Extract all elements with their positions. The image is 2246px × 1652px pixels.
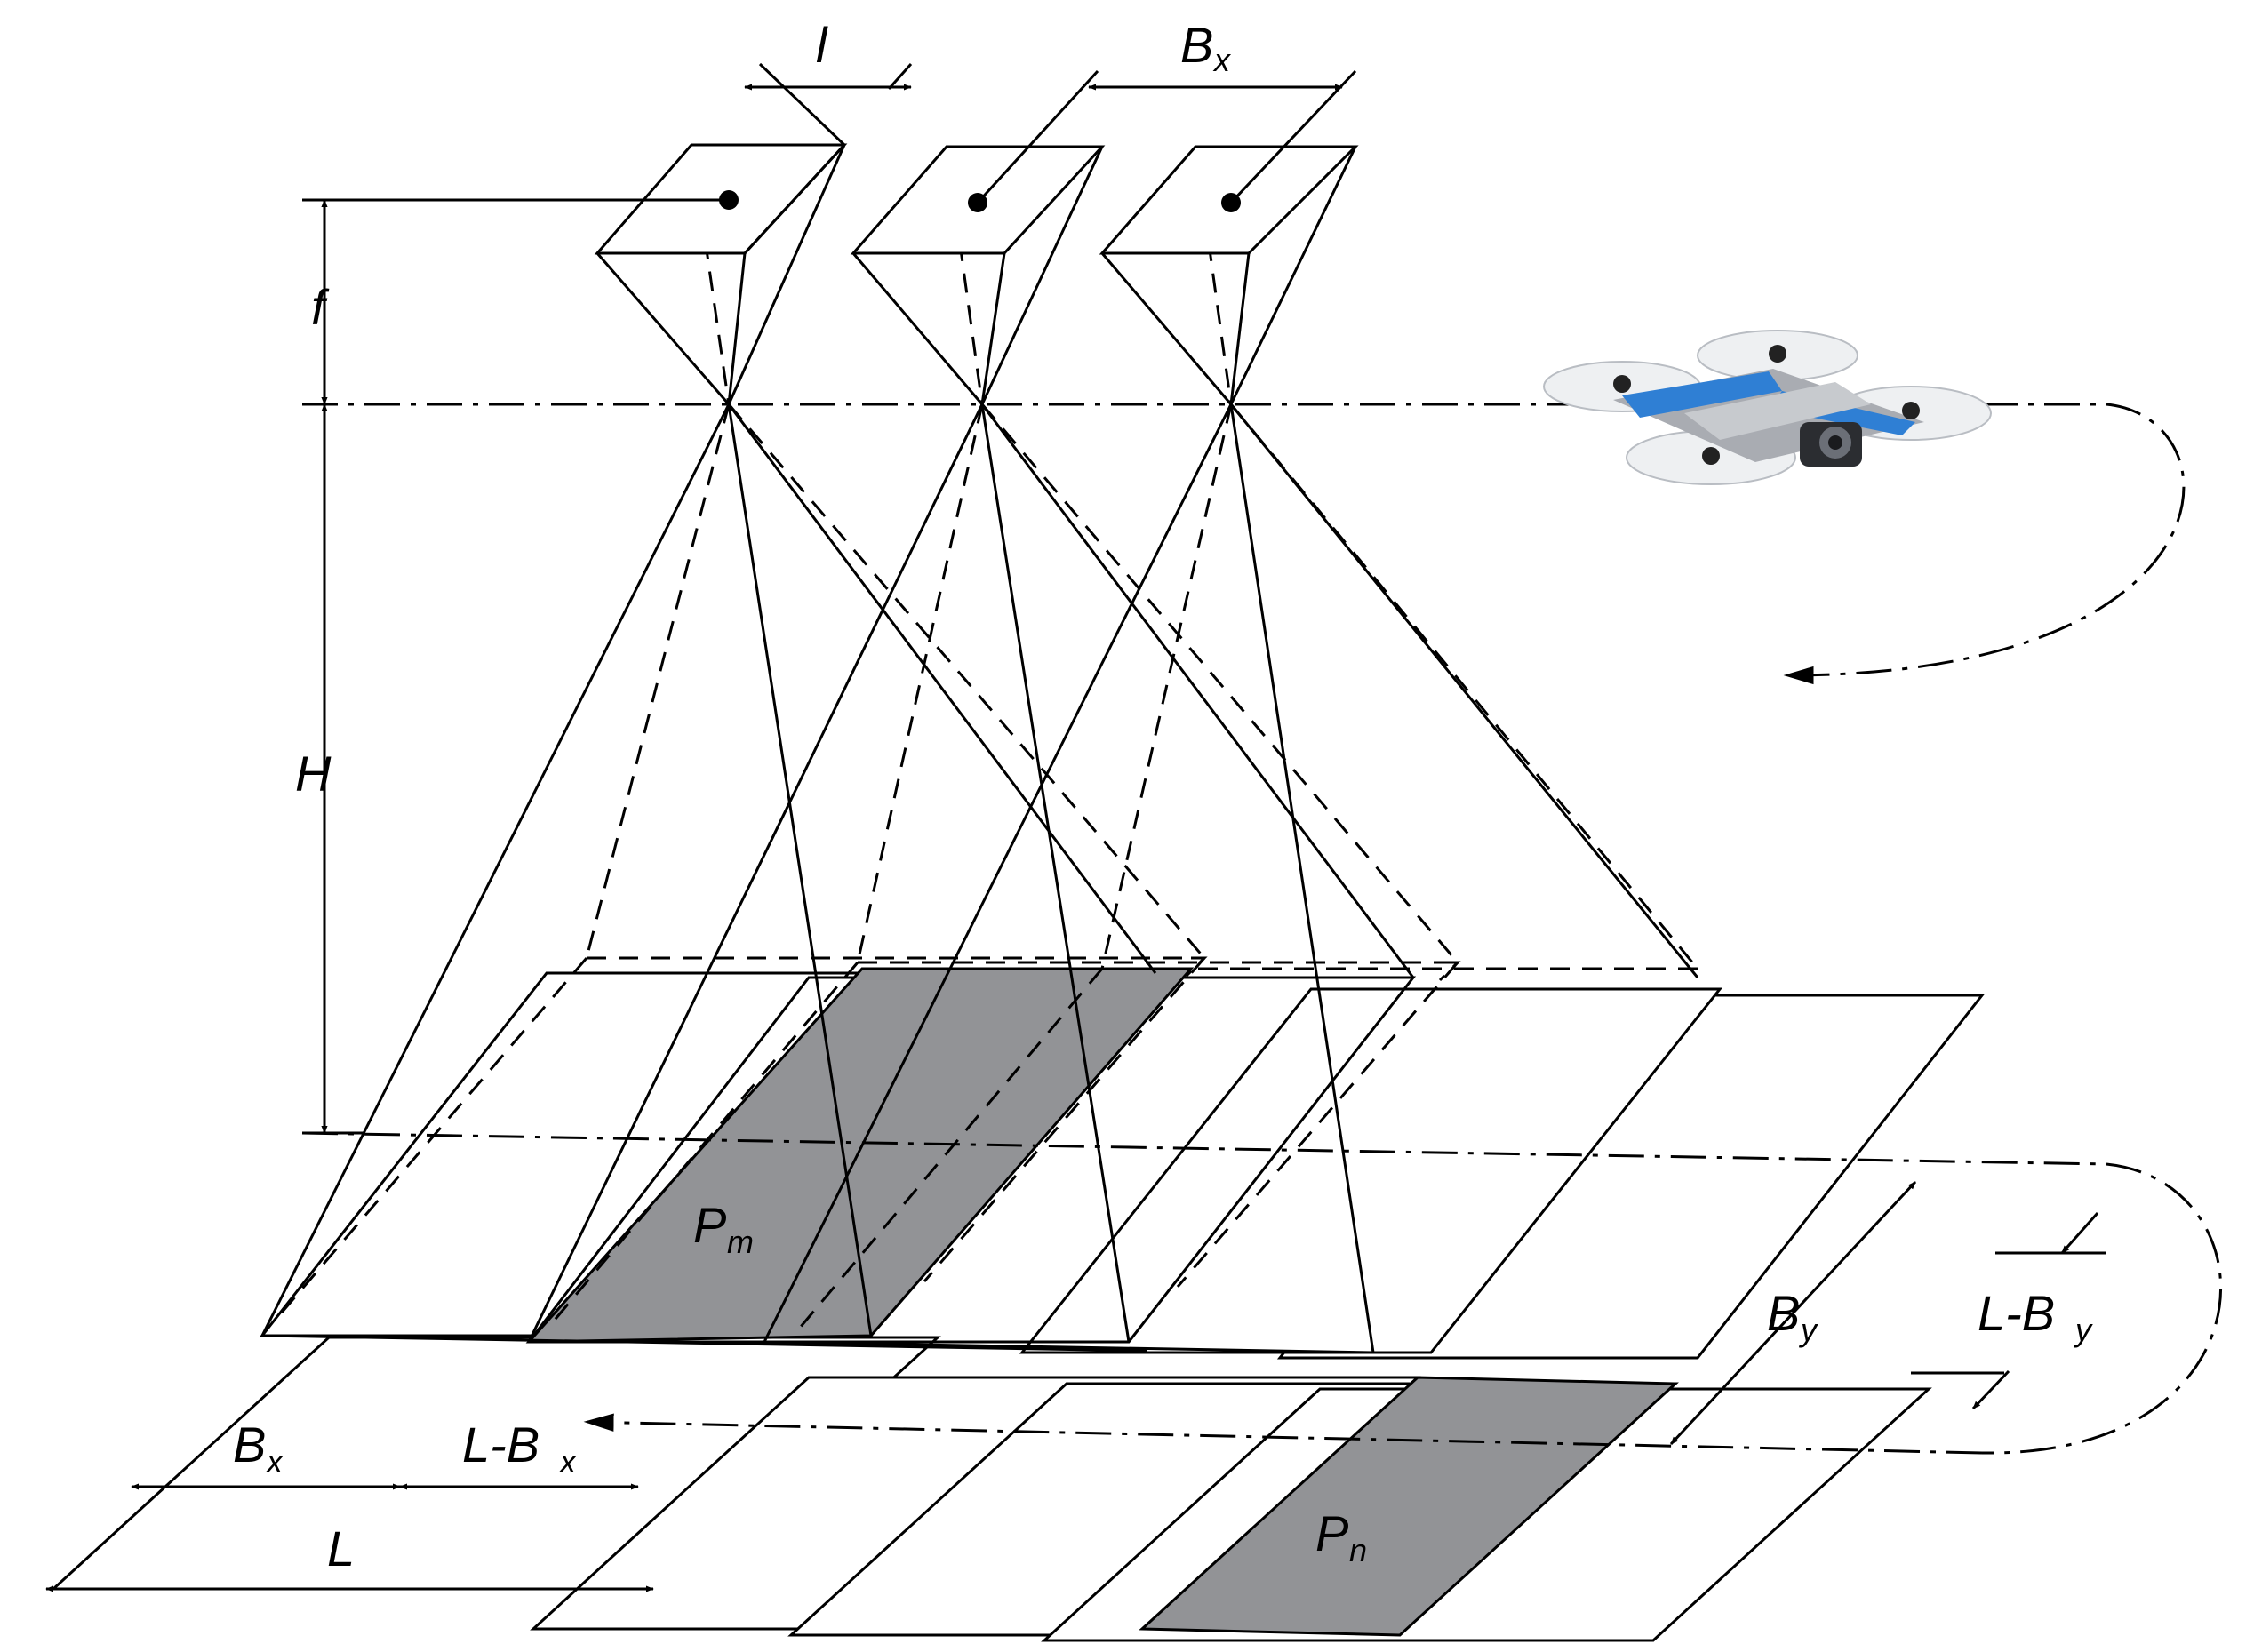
label-by: B: [1767, 1285, 1800, 1341]
label-pm-sub: m: [727, 1224, 754, 1260]
camera-2: [850, 145, 1106, 405]
label-lbx-sub: x: [558, 1443, 578, 1480]
labels: l B x f H P m P n B x L-B x L B y L-B y: [233, 17, 2093, 1576]
projection-rays: [260, 403, 1699, 1353]
label-lby-sub: y: [2073, 1312, 2093, 1348]
dimension-bx-ground: [45, 1483, 654, 1592]
drone-icon: [1543, 330, 1992, 485]
label-h: H: [295, 746, 332, 802]
label-pn-sub: n: [1349, 1532, 1367, 1568]
camera-1: [594, 143, 848, 405]
label-bx-sub: x: [265, 1443, 284, 1480]
dimension-by: [1669, 1180, 2106, 1446]
dimension-l: [744, 62, 913, 147]
label-f: f: [311, 279, 330, 335]
label-l: l: [816, 17, 828, 73]
label-bx-top-sub: x: [1212, 42, 1232, 78]
overlap-region-pm: [525, 967, 1195, 1344]
footprint-upper-2: [1019, 987, 1723, 1354]
label-lby: L-B: [1978, 1285, 2055, 1341]
label-l-big: L: [327, 1520, 355, 1576]
camera-centres: [302, 69, 1357, 212]
ground-footprints-upper: [259, 967, 1986, 1360]
label-lbx: L-B: [462, 1417, 540, 1472]
label-bx-top: B: [1180, 17, 1213, 73]
camera-3: [1099, 145, 1359, 405]
label-bx: B: [233, 1417, 266, 1472]
label-pm: P: [693, 1197, 726, 1253]
hidden-edges: [274, 144, 1702, 1334]
label-pn: P: [1315, 1505, 1348, 1561]
ground-footprints-lower: [50, 1336, 1932, 1642]
label-by-sub: y: [1798, 1312, 1818, 1348]
